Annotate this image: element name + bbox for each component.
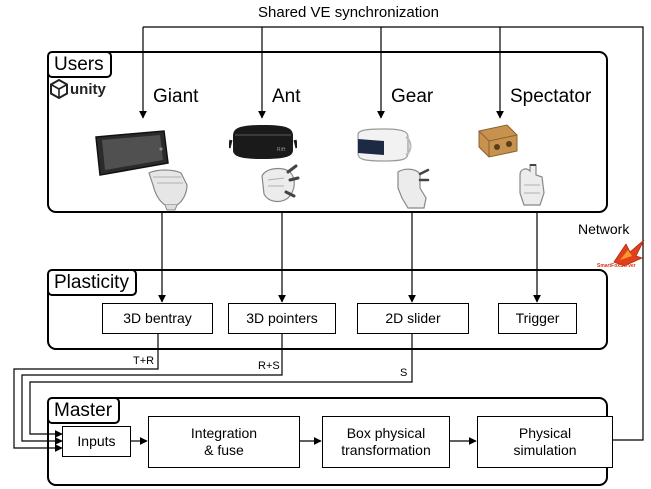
hand-grab-icon — [148, 169, 188, 211]
physical-sim-line1: Physical — [518, 424, 572, 441]
integration-line2: & fuse — [204, 442, 244, 458]
user-label-giant: Giant — [153, 86, 199, 107]
cardboard-viewer-icon — [478, 124, 518, 158]
vr-headset-icon: Rift — [229, 125, 297, 159]
users-title: Users — [47, 51, 112, 78]
hand-slide-icon — [397, 168, 430, 209]
user-label-gear: Gear — [391, 86, 434, 107]
unity-cube-icon — [50, 79, 68, 99]
wire-label-tr: T+R — [133, 355, 155, 367]
user-label-ant: Ant — [272, 86, 301, 107]
master-box-transformation: Box physical transformation — [322, 416, 450, 468]
wire-slider-to-inputs — [29, 334, 413, 438]
wire-pointers-to-inputs — [21, 334, 283, 445]
unity-wordmark: unity — [70, 81, 106, 98]
plasticity-panel — [47, 269, 608, 350]
technique-3d-pointers: 3D pointers — [228, 303, 336, 334]
gear-vr-headset-icon — [357, 128, 412, 162]
unity-logo: unity — [49, 78, 111, 100]
smartfoxserver-logo-icon — [613, 239, 645, 267]
wire-label-rs: R+S — [258, 360, 280, 372]
network-label: Network — [578, 221, 630, 237]
technique-3d-bentray: 3D bentray — [102, 303, 213, 334]
wire-bentray-to-inputs — [13, 334, 159, 452]
technique-trigger: Trigger — [498, 303, 577, 334]
users-panel — [47, 51, 608, 213]
box-transform-line2: transformation — [341, 442, 431, 458]
plasticity-title: Plasticity — [47, 269, 137, 296]
tablet-device-icon — [95, 130, 169, 176]
wire-label-s: S — [400, 367, 408, 379]
master-physical-simulation: Physical simulation — [477, 416, 613, 468]
technique-2d-slider: 2D slider — [357, 303, 469, 334]
master-integration-fuse: Integration & fuse — [148, 416, 300, 468]
master-title: Master — [47, 397, 121, 424]
box-transform-line1: Box physical — [346, 424, 426, 441]
user-label-spectator: Spectator — [510, 86, 592, 107]
sync-bus-line — [143, 26, 644, 441]
physical-sim-line2: simulation — [513, 442, 577, 458]
integration-line1: Integration — [190, 424, 258, 441]
master-inputs: Inputs — [62, 426, 131, 457]
hand-point-icon — [261, 164, 300, 203]
hand-tap-icon — [519, 164, 545, 206]
svg-text:Rift: Rift — [277, 147, 286, 153]
sync-label: Shared VE synchronization — [258, 4, 439, 21]
smartfoxserver-wordmark: SmartFoxServer — [597, 263, 636, 269]
